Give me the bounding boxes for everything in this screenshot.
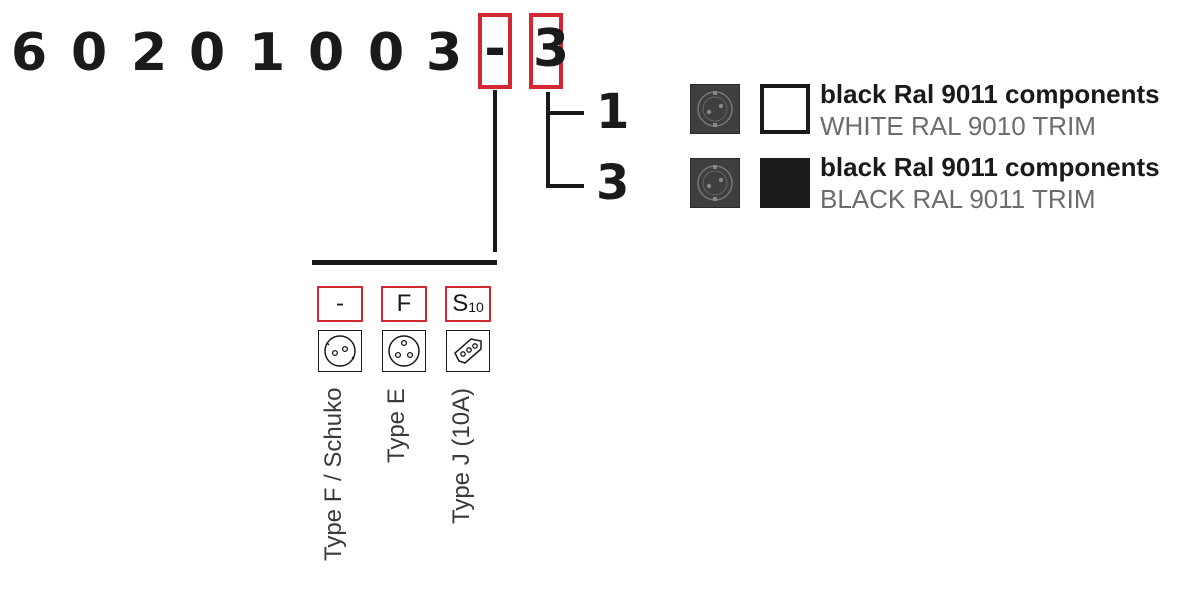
code-digit: 0 (368, 23, 405, 83)
schuko-socket-icon (318, 330, 362, 372)
socket-connector-horizontal (312, 260, 497, 265)
socket-thumbnail-icon (690, 158, 740, 208)
type-j-socket-icon (446, 330, 490, 372)
trim-option-code: 1 (596, 84, 630, 140)
trim-connector-vertical (546, 92, 550, 188)
socket-code-box: - (317, 286, 363, 322)
code-digit: 0 (189, 23, 226, 83)
socket-code-main: S (452, 290, 469, 317)
trim-option-title: black Ral 9011 components (820, 79, 1160, 109)
socket-code-box: F (381, 286, 427, 322)
socket-type-label: Type J (10A) (447, 388, 477, 588)
type-e-socket-icon (382, 330, 426, 372)
trim-option-subtitle: BLACK RAL 9011 TRIM (820, 184, 1096, 214)
black-trim-swatch (760, 158, 810, 208)
code-digit: 3 (426, 23, 463, 83)
white-trim-swatch (760, 84, 810, 134)
code-digit: 6 (11, 23, 48, 83)
socket-type-label: Type E (382, 388, 412, 588)
socket-type-label-text: Type J (10A) (448, 387, 475, 524)
socket-thumbnail-icon (690, 84, 740, 134)
code-digit: 1 (249, 23, 286, 83)
socket-connector-vertical (493, 90, 497, 252)
socket-type-label-text: Type E (383, 388, 410, 463)
socket-slot-box: - (478, 13, 512, 89)
trim-connector-branch-1 (546, 111, 584, 115)
socket-code-box: S10 (445, 286, 491, 322)
code-digit: 2 (131, 23, 168, 83)
socket-type-label-text: Type F / Schuko (320, 387, 347, 561)
code-digit: 0 (71, 23, 108, 83)
socket-type-label: Type F / Schuko (319, 388, 349, 588)
code-digit: 0 (308, 23, 345, 83)
trim-option-title: black Ral 9011 components (820, 152, 1160, 182)
trim-connector-branch-3 (546, 184, 584, 188)
socket-code-sub: 10 (468, 299, 484, 315)
trim-slot-box: 3 (529, 13, 569, 89)
trim-option-code: 3 (596, 155, 630, 211)
trim-option-subtitle: WHITE RAL 9010 TRIM (820, 111, 1096, 141)
